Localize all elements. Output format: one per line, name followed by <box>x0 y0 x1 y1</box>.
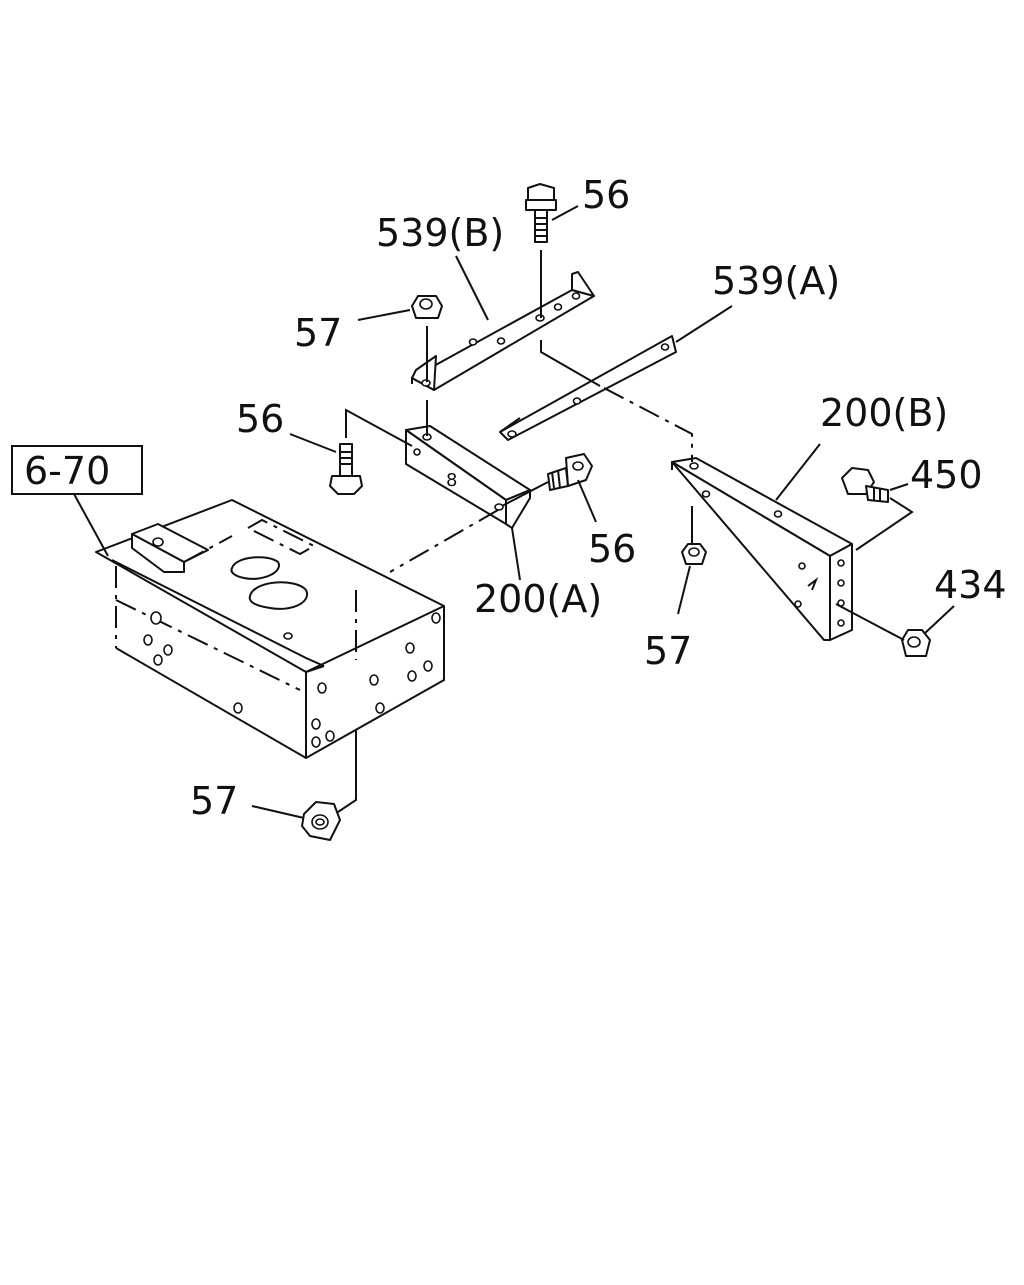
bolt-450[interactable] <box>841 467 889 503</box>
bracket-539b[interactable] <box>411 271 595 391</box>
nut-57-mid[interactable] <box>681 543 707 565</box>
bolt-56-mid[interactable] <box>547 453 593 491</box>
callout-200b: 200(B) <box>820 391 948 435</box>
assembly-lines <box>337 250 914 813</box>
nut-57-top[interactable] <box>411 295 443 319</box>
nut-434[interactable] <box>901 629 931 657</box>
callout-539b: 539(B) <box>376 211 504 255</box>
battery-box[interactable] <box>95 499 445 760</box>
callout-450: 450 <box>910 453 983 497</box>
bolt-56-top[interactable] <box>525 183 557 243</box>
bolt-56-left[interactable] <box>329 443 363 495</box>
leader-lines <box>73 205 955 819</box>
callout-57-bottom: 57 <box>190 779 238 823</box>
callout-56-mid: 56 <box>588 527 636 571</box>
callout-200a: 200(A) <box>474 577 602 621</box>
callout-57-mid: 57 <box>644 629 692 673</box>
callout-56-left: 56 <box>236 397 284 441</box>
callout-539a: 539(A) <box>712 259 840 303</box>
callout-6-70: 6-70 <box>24 449 110 493</box>
callout-57-top: 57 <box>294 311 342 355</box>
bracket-539a[interactable] <box>499 335 677 441</box>
nut-57-bottom[interactable] <box>301 801 341 841</box>
bracket-200a[interactable]: 8 <box>405 425 531 529</box>
bracket-200b[interactable] <box>671 457 853 641</box>
callout-56-top: 56 <box>582 173 630 217</box>
callout-434: 434 <box>934 563 1007 607</box>
svg-text:8: 8 <box>446 470 457 491</box>
ref-box-6-70 <box>11 445 143 495</box>
